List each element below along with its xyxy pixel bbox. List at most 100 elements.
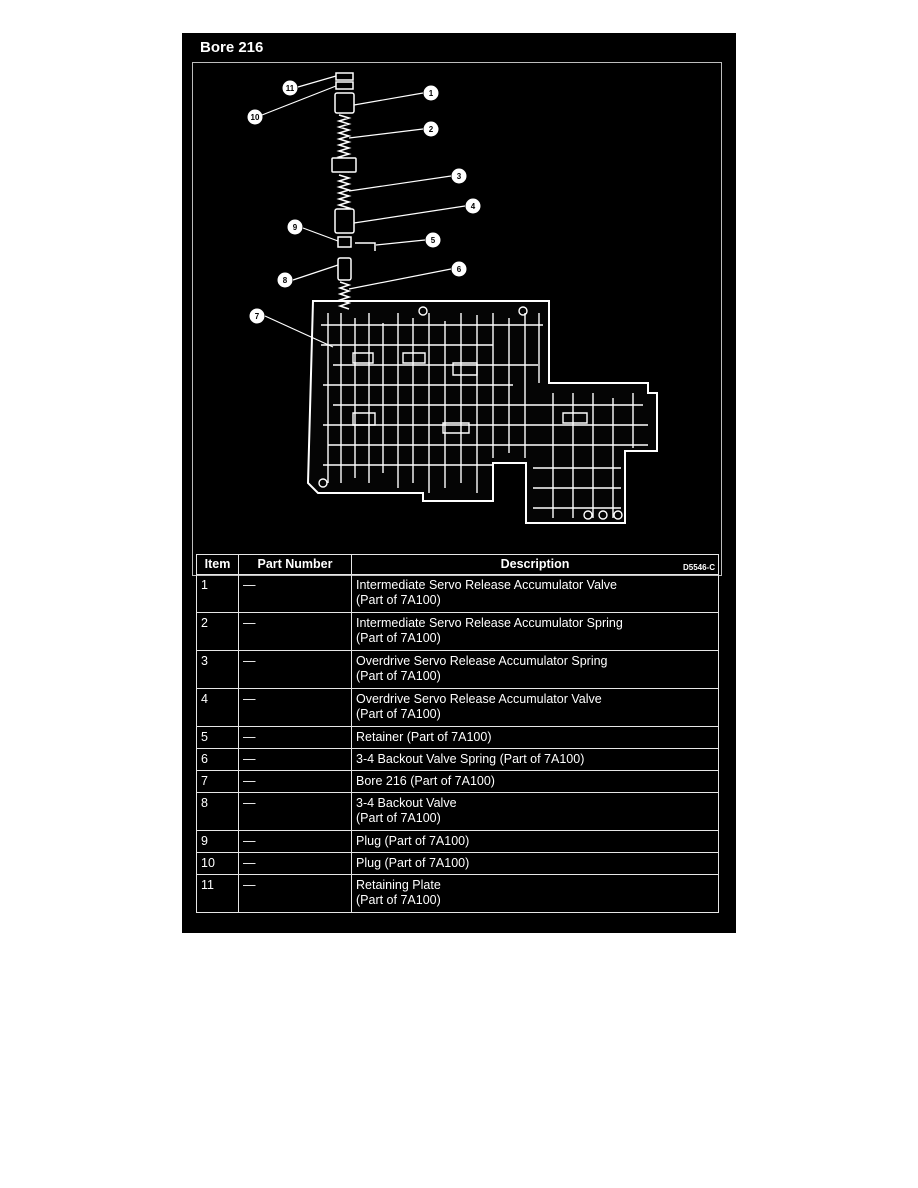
description-line-2: (Part of 7A100) [356, 811, 441, 825]
item-cell: 10 [196, 852, 239, 875]
description-line-2: (Part of 7A100) [356, 893, 441, 907]
parts-table: Item Part Number Description 1 — Interme… [196, 554, 719, 913]
description-line-2: (Part of 7A100) [356, 669, 441, 683]
callout-label-9: 9 [293, 223, 298, 232]
part-number-cell: — [238, 770, 352, 793]
plug-10 [335, 81, 354, 90]
description-cell: Bore 216 (Part of 7A100) [351, 770, 719, 793]
header-description: Description [351, 554, 719, 575]
part-number-cell: — [238, 574, 352, 613]
item-cell: 6 [196, 748, 239, 771]
header-item: Item [196, 554, 239, 575]
callout-10 [247, 109, 263, 125]
table-row: 7 — Bore 216 (Part of 7A100) [196, 770, 719, 793]
description-cell: Retainer (Part of 7A100) [351, 726, 719, 749]
spring-seat [331, 157, 357, 173]
retainer-clip [355, 242, 376, 251]
part-number-cell: — [238, 688, 352, 727]
callout-label-11: 11 [286, 84, 295, 93]
callout-label-5: 5 [431, 236, 436, 245]
table-row: 9 — Plug (Part of 7A100) [196, 830, 719, 853]
part-number-cell: — [238, 874, 352, 913]
table-row: 5 — Retainer (Part of 7A100) [196, 726, 719, 749]
callout-11 [282, 80, 298, 96]
callout-4 [465, 198, 481, 214]
callout-9 [287, 219, 303, 235]
description-line-1: Intermediate Servo Release Accumulator S… [356, 616, 623, 630]
description-line-1: 3-4 Backout Valve [356, 796, 457, 810]
item-cell: 2 [196, 612, 239, 651]
callout-3 [451, 168, 467, 184]
description-cell: Intermediate Servo Release Accumulator S… [351, 612, 719, 651]
panel-title: Bore 216 [200, 39, 264, 56]
part-number-cell: — [238, 830, 352, 853]
table-row: 4 — Overdrive Servo Release Accumulator … [196, 688, 719, 727]
header-part-number: Part Number [238, 554, 352, 575]
callout-circles [247, 80, 481, 324]
callout-label-6: 6 [457, 265, 462, 274]
callout-6 [451, 261, 467, 277]
servo-release-valve [334, 92, 355, 114]
description-cell: Retaining Plate(Part of 7A100) [351, 874, 719, 913]
backout-valve [337, 257, 352, 281]
description-line-2: (Part of 7A100) [356, 707, 441, 721]
description-line-2: (Part of 7A100) [356, 631, 441, 645]
callout-8 [277, 272, 293, 288]
callout-label-2: 2 [429, 125, 434, 134]
table-row: 2 — Intermediate Servo Release Accumulat… [196, 612, 719, 651]
description-line-2: (Part of 7A100) [356, 593, 441, 607]
description-cell: Plug (Part of 7A100) [351, 830, 719, 853]
overdrive-valve [334, 208, 355, 234]
plug-9 [337, 236, 352, 248]
description-line-1: Intermediate Servo Release Accumulator V… [356, 578, 618, 592]
callout-2 [423, 121, 439, 137]
description-cell: Overdrive Servo Release Accumulator Spri… [351, 650, 719, 689]
backout-spring [337, 281, 352, 310]
item-cell: 9 [196, 830, 239, 853]
callout-label-7: 7 [255, 312, 260, 321]
table-header-row: Item Part Number Description [196, 554, 719, 575]
callout-label-1: 1 [429, 89, 434, 98]
callout-1 [423, 85, 439, 101]
description-line-1: Overdrive Servo Release Accumulator Valv… [356, 692, 602, 706]
part-number-cell: — [238, 748, 352, 771]
valve-body-outline [306, 300, 658, 524]
description-line-1: Retaining Plate [356, 878, 441, 892]
part-number-cell: — [238, 650, 352, 689]
item-cell: 1 [196, 574, 239, 613]
retaining-plate [335, 72, 354, 81]
item-cell: 7 [196, 770, 239, 793]
item-cell: 4 [196, 688, 239, 727]
callout-label-10: 10 [251, 113, 260, 122]
callout-5 [425, 232, 441, 248]
parts-stack [331, 72, 376, 310]
callout-label-3: 3 [457, 172, 462, 181]
callout-7 [249, 308, 265, 324]
callout-label-4: 4 [471, 202, 476, 211]
description-line-1: Overdrive Servo Release Accumulator Spri… [356, 654, 608, 668]
item-cell: 3 [196, 650, 239, 689]
table-row: 3 — Overdrive Servo Release Accumulator … [196, 650, 719, 689]
callout-label-8: 8 [283, 276, 288, 285]
part-number-cell: — [238, 612, 352, 651]
callout-numbers: 11 10 1 2 3 4 9 5 8 6 7 [251, 84, 476, 321]
valve-body-diagram: 11 10 1 2 3 4 9 5 8 6 7 [247, 72, 658, 524]
table-row: 11 — Retaining Plate(Part of 7A100) [196, 874, 719, 913]
table-row: 6 — 3-4 Backout Valve Spring (Part of 7A… [196, 748, 719, 771]
description-cell: Plug (Part of 7A100) [351, 852, 719, 875]
exploded-view-figure: 11 10 1 2 3 4 9 5 8 6 7 D5546-C [192, 62, 722, 576]
description-cell: Overdrive Servo Release Accumulator Valv… [351, 688, 719, 727]
description-cell: 3-4 Backout Valve Spring (Part of 7A100) [351, 748, 719, 771]
table-row: 10 — Plug (Part of 7A100) [196, 852, 719, 875]
description-cell: 3-4 Backout Valve(Part of 7A100) [351, 792, 719, 831]
bore-216-panel: Bore 216 [182, 33, 736, 933]
valve-body-channels [318, 306, 648, 520]
description-cell: Intermediate Servo Release Accumulator V… [351, 574, 719, 613]
table-row: 8 — 3-4 Backout Valve(Part of 7A100) [196, 792, 719, 831]
part-number-cell: — [238, 792, 352, 831]
item-cell: 11 [196, 874, 239, 913]
item-cell: 5 [196, 726, 239, 749]
table-row: 1 — Intermediate Servo Release Accumulat… [196, 574, 719, 613]
leader-lines [261, 75, 466, 348]
part-number-cell: — [238, 852, 352, 875]
